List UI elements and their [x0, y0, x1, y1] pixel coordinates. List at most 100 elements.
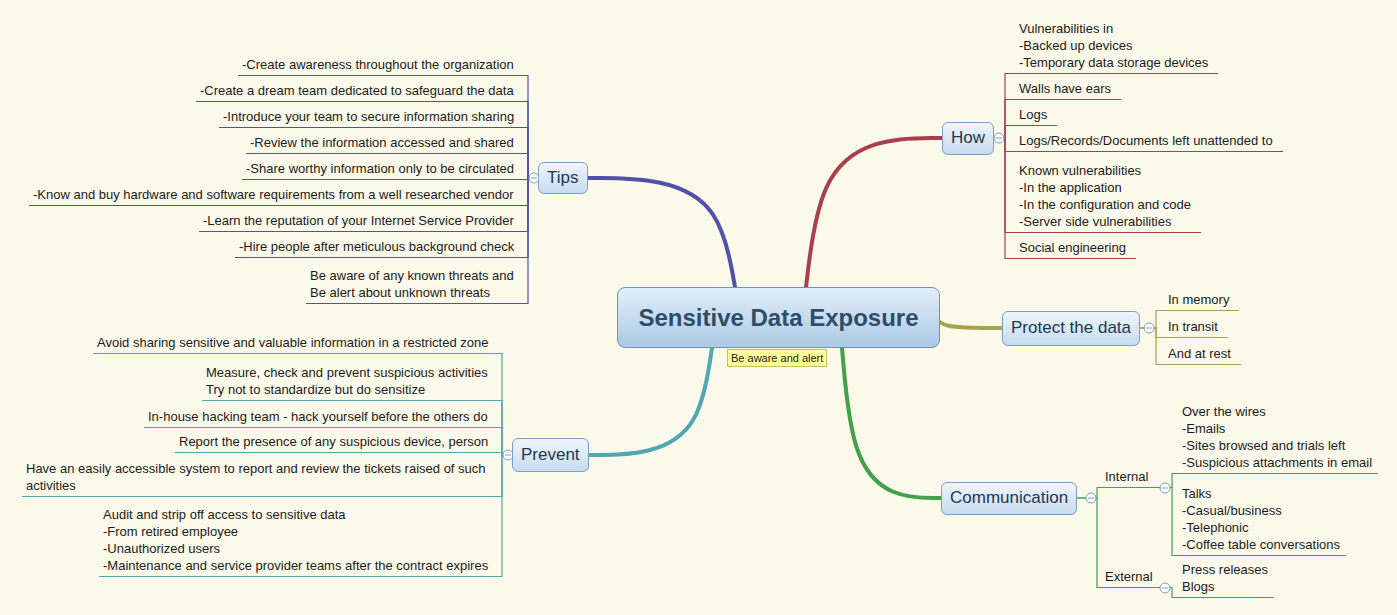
sub-branch — [994, 74, 1005, 139]
sub-topic: Over the wires -Emails -Sites browsed an… — [1172, 403, 1378, 474]
sub-branch — [528, 178, 538, 258]
topic-text: In memory — [1168, 291, 1229, 308]
sub-topic: Have an easily accessible system to repo… — [22, 460, 502, 497]
topic-text: Logs/Records/Documents left unattended t… — [1019, 132, 1273, 149]
topic-text: Be aware and alert — [731, 351, 823, 365]
sub-topic: Walls have ears — [1005, 80, 1121, 100]
topic-text: Prevent — [521, 445, 580, 465]
topic-text: Vulnerabilities in -Backed up devices -T… — [1019, 20, 1208, 71]
sub-topic: Measure, check and prevent suspicious ac… — [202, 364, 502, 401]
main-branch — [588, 178, 736, 287]
sub-topic: -Create awareness throughout the organiz… — [238, 56, 528, 76]
sub-branch — [502, 455, 512, 577]
topic-text: Communication — [950, 488, 1068, 508]
sub-branch — [994, 100, 1005, 139]
topic-text: Report the presence of any suspicious de… — [179, 433, 488, 450]
sub-topic: Known vulnerabilities -In the applicatio… — [1005, 162, 1201, 233]
sub-topic: Talks -Casual/business -Telephonic -Coff… — [1172, 485, 1346, 556]
topic-text: -Introduce your team to secure informati… — [223, 108, 514, 125]
topic-text: -Share worthy information only to be cir… — [246, 160, 514, 177]
topic-text: Have an easily accessible system to repo… — [26, 460, 488, 494]
topic-text: Social engineering — [1019, 239, 1126, 256]
collapse-button — [1086, 493, 1096, 503]
sub-branch — [528, 76, 538, 179]
main-branch — [589, 348, 712, 455]
sub-branch — [1140, 328, 1156, 365]
sub-branch — [502, 354, 512, 456]
sub-topic: -Hire people after meticulous background… — [235, 238, 528, 258]
sub-branch — [528, 128, 538, 179]
sub-topic: Logs — [1005, 106, 1057, 126]
collapse-button — [994, 133, 1004, 143]
topic-text: Sensitive Data Exposure — [638, 304, 918, 332]
sub-topic: -Share worthy information only to be cir… — [242, 160, 528, 180]
sub-branch — [1152, 488, 1172, 556]
sub-topic: Be aware of any known threats and Be ale… — [306, 267, 528, 304]
topic-text: -Create a dream team dedicated to safegu… — [200, 82, 514, 99]
sub-topic: And at rest — [1156, 345, 1241, 365]
topic-text: Audit and strip off access to sensitive … — [103, 506, 488, 574]
sub-topic: External — [1097, 568, 1157, 588]
sub-branch — [528, 178, 538, 304]
topic-text: -Review the information accessed and sha… — [250, 134, 514, 151]
main-topic: How — [942, 122, 994, 155]
sub-topic: -Review the information accessed and sha… — [246, 134, 528, 154]
sub-branch — [502, 401, 512, 456]
topic-text: External — [1105, 568, 1153, 585]
sub-topic: In memory — [1156, 291, 1239, 311]
topic-text: Logs — [1019, 106, 1047, 123]
topic-text: -Create awareness throughout the organiz… — [242, 56, 514, 73]
sub-topic: In-house hacking team - hack yourself be… — [144, 408, 502, 428]
sub-topic: In transit — [1156, 318, 1228, 338]
topic-text: Press releases Blogs — [1182, 561, 1268, 595]
central-topic: Sensitive Data Exposure — [617, 287, 940, 348]
topic-text: -Learn the reputation of your Internet S… — [203, 212, 514, 229]
main-branch — [806, 138, 942, 287]
topic-text: Walls have ears — [1019, 80, 1111, 97]
main-topic: Prevent — [512, 438, 589, 472]
topic-text: Known vulnerabilities -In the applicatio… — [1019, 162, 1191, 230]
sub-topic: -Know and buy hardware and software requ… — [29, 186, 528, 206]
sub-branch — [528, 102, 538, 179]
sub-branch — [1077, 498, 1097, 588]
main-topic: Communication — [941, 482, 1077, 515]
sub-topic: Social engineering — [1005, 239, 1136, 259]
collapse-button — [1144, 323, 1154, 333]
topic-text: In-house hacking team - hack yourself be… — [148, 408, 488, 425]
topic-text: In transit — [1168, 318, 1218, 335]
collapse-button — [1160, 483, 1170, 493]
topic-text: How — [951, 128, 985, 148]
sub-topic: -Create a dream team dedicated to safegu… — [196, 82, 528, 102]
sub-branch — [994, 138, 1005, 233]
topic-text: Be aware of any known threats and Be ale… — [310, 267, 514, 301]
topic-text: Tips — [547, 168, 579, 188]
topic-text: -Hire people after meticulous background… — [239, 238, 514, 255]
topic-text: Avoid sharing sensitive and valuable inf… — [97, 334, 488, 351]
sub-topic: Audit and strip off access to sensitive … — [99, 506, 502, 577]
topic-text: -Know and buy hardware and software requ… — [33, 186, 514, 203]
collapse-button — [1160, 583, 1170, 593]
sub-topic: Vulnerabilities in -Backed up devices -T… — [1005, 20, 1218, 74]
callout-note: Be aware and alert — [727, 349, 827, 367]
sub-branch — [528, 178, 538, 232]
sub-topic: -Learn the reputation of your Internet S… — [199, 212, 528, 232]
main-branch — [940, 322, 1002, 328]
sub-topic: Report the presence of any suspicious de… — [175, 433, 502, 453]
topic-text: Talks -Casual/business -Telephonic -Coff… — [1182, 485, 1340, 553]
sub-topic: Logs/Records/Documents left unattended t… — [1005, 132, 1283, 152]
topic-text: And at rest — [1168, 345, 1231, 362]
topic-text: Measure, check and prevent suspicious ac… — [206, 364, 488, 398]
sub-branch — [502, 455, 512, 497]
topic-text: Over the wires -Emails -Sites browsed an… — [1182, 403, 1372, 471]
topic-text: Internal — [1105, 468, 1148, 485]
sub-branch — [994, 138, 1005, 259]
sub-topic: Avoid sharing sensitive and valuable inf… — [93, 334, 502, 354]
main-topic: Protect the data — [1002, 311, 1140, 346]
sub-topic: Press releases Blogs — [1172, 561, 1274, 598]
sub-topic: Internal — [1097, 468, 1152, 488]
topic-text: Protect the data — [1011, 318, 1131, 338]
main-branch — [842, 348, 941, 498]
sub-topic: -Introduce your team to secure informati… — [219, 108, 528, 128]
